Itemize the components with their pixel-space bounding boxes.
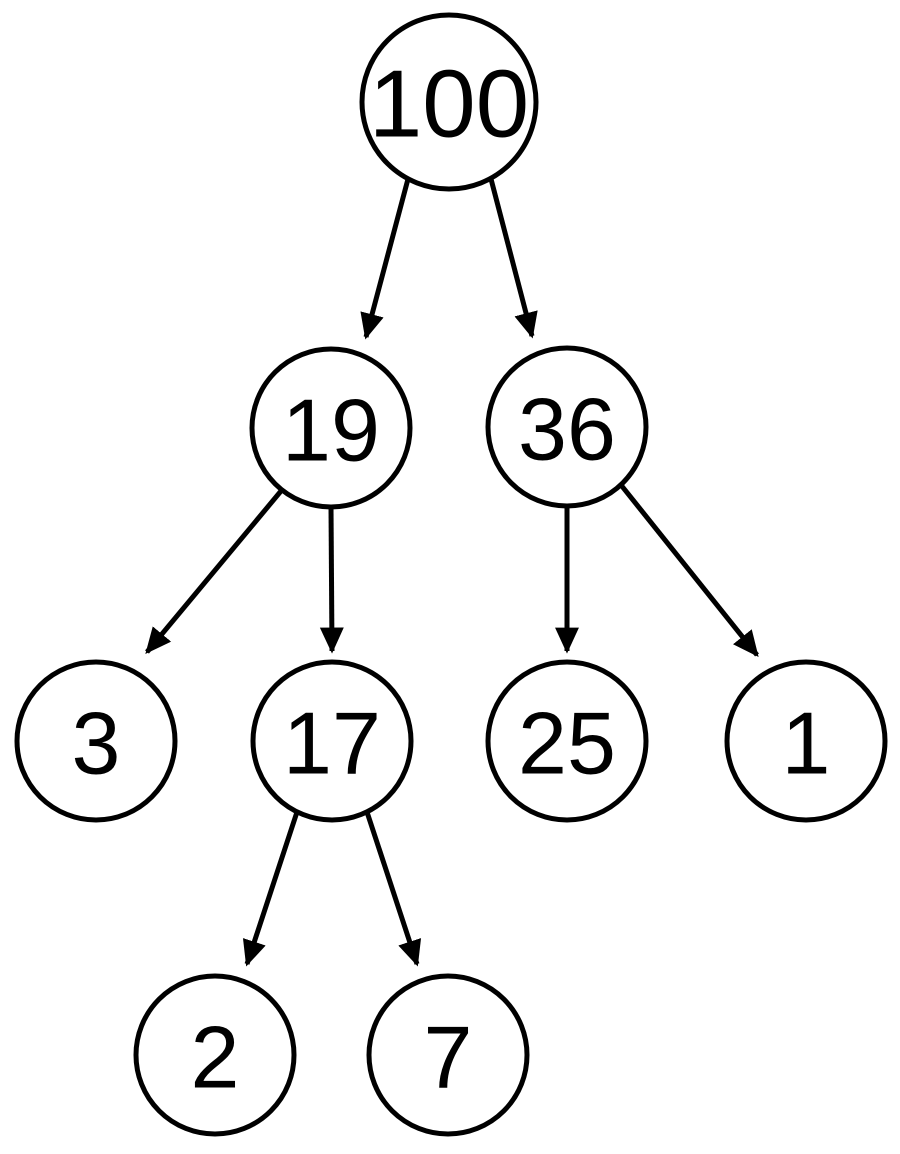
nodes-layer: 100 19 36 3 17 25 1 2 7 <box>14 12 888 1137</box>
tree-node[interactable]: 19 <box>249 346 413 510</box>
node-circle <box>485 659 649 823</box>
tree-node[interactable]: 3 <box>14 659 178 823</box>
node-circle <box>14 659 178 823</box>
node-label: 7 <box>424 1008 473 1107</box>
tree-node[interactable]: 100 <box>359 12 539 192</box>
tree-edge <box>619 483 759 658</box>
tree-edge <box>319 506 344 654</box>
node-circle <box>485 345 649 509</box>
node-circle <box>724 659 888 823</box>
node-circle <box>359 12 539 192</box>
tree-edge <box>364 811 422 967</box>
node-circle <box>249 346 413 510</box>
node-circle <box>133 973 297 1137</box>
node-label: 100 <box>369 51 529 158</box>
node-label: 19 <box>282 381 380 480</box>
tree-node[interactable]: 1 <box>724 659 888 823</box>
tree-edge <box>360 178 411 340</box>
edges-layer <box>145 178 759 967</box>
node-circle <box>250 659 414 823</box>
tree-node[interactable]: 17 <box>250 659 414 823</box>
node-circle <box>366 973 530 1137</box>
node-label: 36 <box>518 380 616 479</box>
node-label: 17 <box>283 694 381 793</box>
tree-edge <box>488 178 538 339</box>
tree-node[interactable]: 36 <box>485 345 649 509</box>
node-label: 2 <box>191 1008 240 1107</box>
tree-node[interactable]: 25 <box>485 659 649 823</box>
tree-node[interactable]: 7 <box>366 973 530 1137</box>
node-label: 25 <box>518 694 616 793</box>
tree-edge <box>242 811 300 967</box>
tree-edge <box>145 489 283 654</box>
node-label: 3 <box>72 694 121 793</box>
tree-node[interactable]: 2 <box>133 973 297 1137</box>
node-label: 1 <box>782 694 831 793</box>
